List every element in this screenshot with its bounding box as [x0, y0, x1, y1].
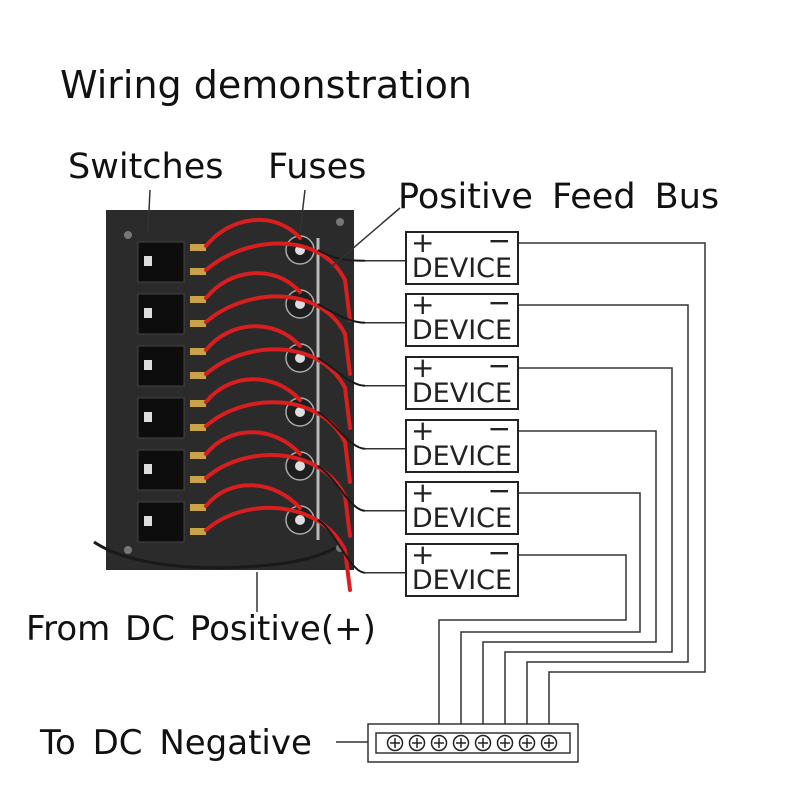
- switch-indicator: [144, 360, 152, 370]
- feed-black-wire: [317, 465, 366, 512]
- fuse-red-wire: [204, 324, 302, 352]
- bus-red-wire: [204, 400, 352, 484]
- device-label: DEVICE: [411, 315, 513, 346]
- switch-group: [124, 218, 344, 554]
- switch-terminal: [190, 528, 206, 535]
- device-positive-terminal: +: [411, 351, 435, 384]
- device-negative-terminal: −: [487, 286, 511, 319]
- fuses-label: Fuses: [268, 147, 367, 187]
- feed-black-wire: [317, 249, 366, 262]
- switch-terminal: [190, 372, 206, 379]
- mounting-hole: [124, 546, 132, 554]
- device-box: + − DEVICE: [405, 351, 519, 410]
- device-positive-terminal: +: [411, 538, 435, 571]
- feed-black-wire: [317, 411, 366, 450]
- device-label: DEVICE: [411, 565, 513, 596]
- device-box: + − DEVICE: [405, 538, 519, 597]
- device-negative-terminal: −: [487, 412, 511, 445]
- switch-terminal: [190, 452, 206, 459]
- switch-terminal: [190, 400, 206, 407]
- device-box: + − DEVICE: [405, 476, 519, 535]
- fuse-red-wire: [204, 430, 302, 456]
- device-positive-terminal: +: [411, 414, 435, 447]
- device-negative-lead: [460, 492, 641, 733]
- device-label: DEVICE: [411, 503, 513, 534]
- switch-indicator: [144, 412, 152, 422]
- bus-red-wire: [204, 347, 352, 430]
- device-negative-lead: [504, 367, 673, 733]
- device-negative-terminal: −: [487, 474, 511, 507]
- dc-positive-label: From DC Positive(+): [26, 609, 376, 649]
- device-negative-lead: [438, 554, 627, 733]
- device-box: + − DEVICE: [405, 288, 519, 347]
- dc-negative-label: To DC Negative: [40, 723, 312, 763]
- feed-black-wire: [317, 303, 366, 324]
- mounting-hole: [124, 231, 132, 239]
- bus-red-wire: [204, 294, 352, 376]
- wire-group: [204, 217, 405, 592]
- mounting-hole: [336, 218, 344, 226]
- negative-terminal-group: [386, 734, 558, 752]
- switch-indicator: [144, 256, 152, 266]
- switch-indicator: [144, 464, 152, 474]
- fuse-cap: [295, 515, 305, 525]
- fuse-red-wire: [204, 217, 302, 248]
- device-box: + − DEVICE: [405, 414, 519, 473]
- device-negative-lead: [482, 430, 657, 733]
- dc-positive-input-wire: [93, 540, 336, 570]
- switch-terminal: [190, 320, 206, 327]
- device-positive-terminal: +: [411, 476, 435, 509]
- feed-black-wire: [317, 357, 366, 387]
- bus-callout-line: [329, 207, 401, 269]
- fuse-cap: [295, 353, 305, 363]
- switch-terminal: [190, 296, 206, 303]
- device-negative-terminal: −: [487, 224, 511, 257]
- device-negative-terminal: −: [487, 536, 511, 569]
- switch-terminal: [190, 348, 206, 355]
- negative-wire-group: [438, 242, 706, 733]
- device-box: + − DEVICE: [405, 226, 519, 285]
- device-negative-terminal: −: [487, 349, 511, 382]
- switch-indicator: [144, 308, 152, 318]
- device-positive-terminal: +: [411, 226, 435, 259]
- page-title: Wiring demonstration: [60, 63, 473, 107]
- fuse-cap: [295, 407, 305, 417]
- bus-red-wire: [204, 241, 352, 322]
- switch-indicator: [144, 516, 152, 526]
- positive-feed-bus-label: Positive Feed Bus: [398, 177, 720, 217]
- switches-label: Switches: [68, 147, 224, 187]
- fuse-red-wire: [204, 271, 302, 300]
- switch-terminal: [190, 504, 206, 511]
- fuse-red-wire: [204, 377, 302, 404]
- device-label: DEVICE: [411, 378, 513, 409]
- device-label: DEVICE: [411, 253, 513, 284]
- switches-callout-line: [147, 189, 151, 233]
- device-negative-lead: [519, 242, 706, 733]
- switch-terminal: [190, 424, 206, 431]
- bus-red-wire: [204, 505, 352, 592]
- fuse-cap: [295, 461, 305, 471]
- device-negative-lead: [519, 304, 689, 733]
- device-positive-terminal: +: [411, 288, 435, 321]
- switch-terminal: [190, 268, 206, 275]
- fuses-callout-line: [299, 189, 306, 233]
- switch-terminal: [190, 476, 206, 483]
- fuse-red-wire: [204, 483, 302, 510]
- switch-terminal: [190, 244, 206, 251]
- device-label: DEVICE: [411, 441, 513, 472]
- feed-black-wire: [317, 519, 366, 574]
